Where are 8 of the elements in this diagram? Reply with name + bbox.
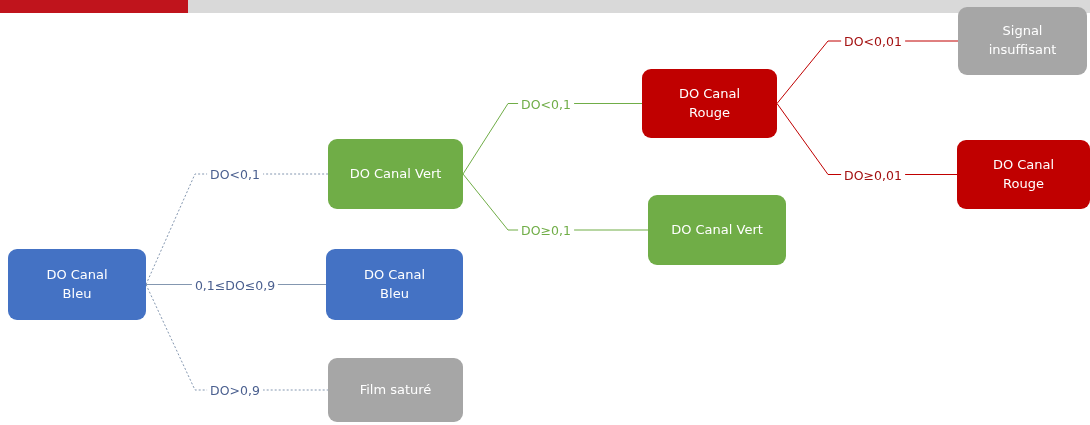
decision-box: DO Canal Bleu [8, 249, 146, 320]
decision-box: DO Canal Rouge [642, 69, 777, 138]
decision-box: DO Canal Vert [648, 195, 786, 265]
decision-box: Film saturé [328, 358, 463, 422]
decision-box: Signal insuffisant [958, 7, 1087, 75]
decision-box: DO Canal Bleu [326, 249, 463, 320]
decision-box: DO Canal Rouge [957, 140, 1090, 209]
decision-box: DO Canal Vert [328, 139, 463, 209]
